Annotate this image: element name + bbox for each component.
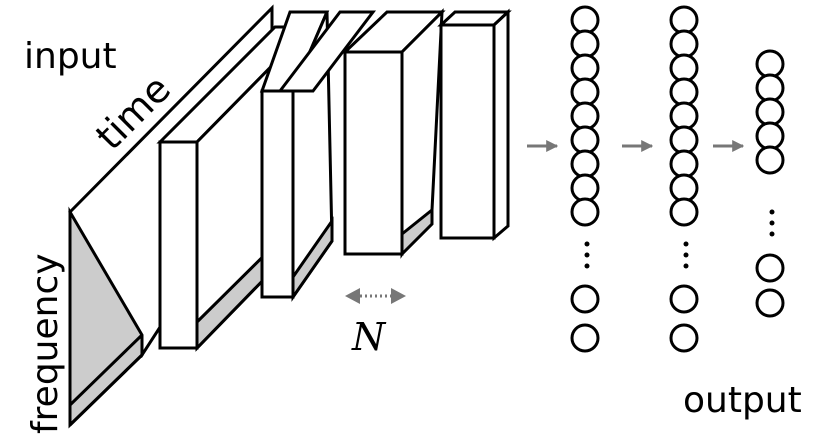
neuron (755, 73, 785, 103)
neuron (669, 149, 699, 179)
kernel-arrow-right-head (391, 288, 406, 304)
neuron (669, 173, 699, 203)
neuron (755, 121, 785, 151)
neuron (755, 97, 785, 127)
neuron (570, 5, 600, 35)
neuron (669, 125, 699, 155)
neuron (570, 101, 600, 131)
neuron (570, 323, 600, 353)
neuron (669, 101, 699, 131)
ellipsis-dot (584, 241, 590, 247)
conv-block-3 (276, 8, 446, 259)
conv-block-4-front (439, 23, 496, 240)
neuron (755, 253, 785, 283)
conv-block-3-front (343, 50, 404, 256)
neuron (669, 77, 699, 107)
kernel-size-label: N (351, 315, 387, 359)
dense-layer-2 (669, 5, 699, 353)
kernel-width-arrow (345, 288, 406, 304)
conv-block-1-front (158, 140, 199, 350)
frequency-axis-label: frequency (25, 253, 66, 434)
input-label: input (24, 36, 117, 77)
ellipsis-dots (584, 209, 775, 269)
neuron (669, 284, 699, 314)
neuron (669, 29, 699, 59)
neuron (570, 173, 600, 203)
dense-layer-1 (570, 5, 600, 353)
neuron (669, 53, 699, 83)
ellipsis-dot (769, 220, 775, 226)
neuron (570, 53, 600, 83)
input-plane-bottom-edge (68, 353, 144, 427)
conv-block-2-front (260, 89, 295, 299)
conv-block-3-top (276, 10, 377, 93)
ellipsis-dot (683, 241, 689, 247)
conv-block-4-side (492, 8, 510, 242)
neuron (755, 145, 785, 175)
neuron (570, 197, 600, 227)
neuron (669, 197, 699, 227)
ellipsis-dot (683, 263, 689, 269)
neuron (570, 284, 600, 314)
neuron (755, 49, 785, 79)
ellipsis-dot (769, 209, 775, 215)
neuron (669, 323, 699, 353)
neuron (755, 288, 785, 318)
neuron (570, 125, 600, 155)
neuron (669, 5, 699, 35)
ellipsis-dot (683, 252, 689, 258)
neuron (570, 149, 600, 179)
dense-layer-3 (755, 49, 785, 318)
neuron (570, 77, 600, 107)
kernel-arrow-left-head (345, 288, 360, 304)
ellipsis-dot (584, 263, 590, 269)
neuron (570, 29, 600, 59)
conv-block-4 (437, 8, 512, 242)
ellipsis-dot (584, 252, 590, 258)
ellipsis-dot (769, 231, 775, 237)
input-plane-inner-edge (68, 333, 144, 407)
output-label: output (683, 380, 802, 421)
